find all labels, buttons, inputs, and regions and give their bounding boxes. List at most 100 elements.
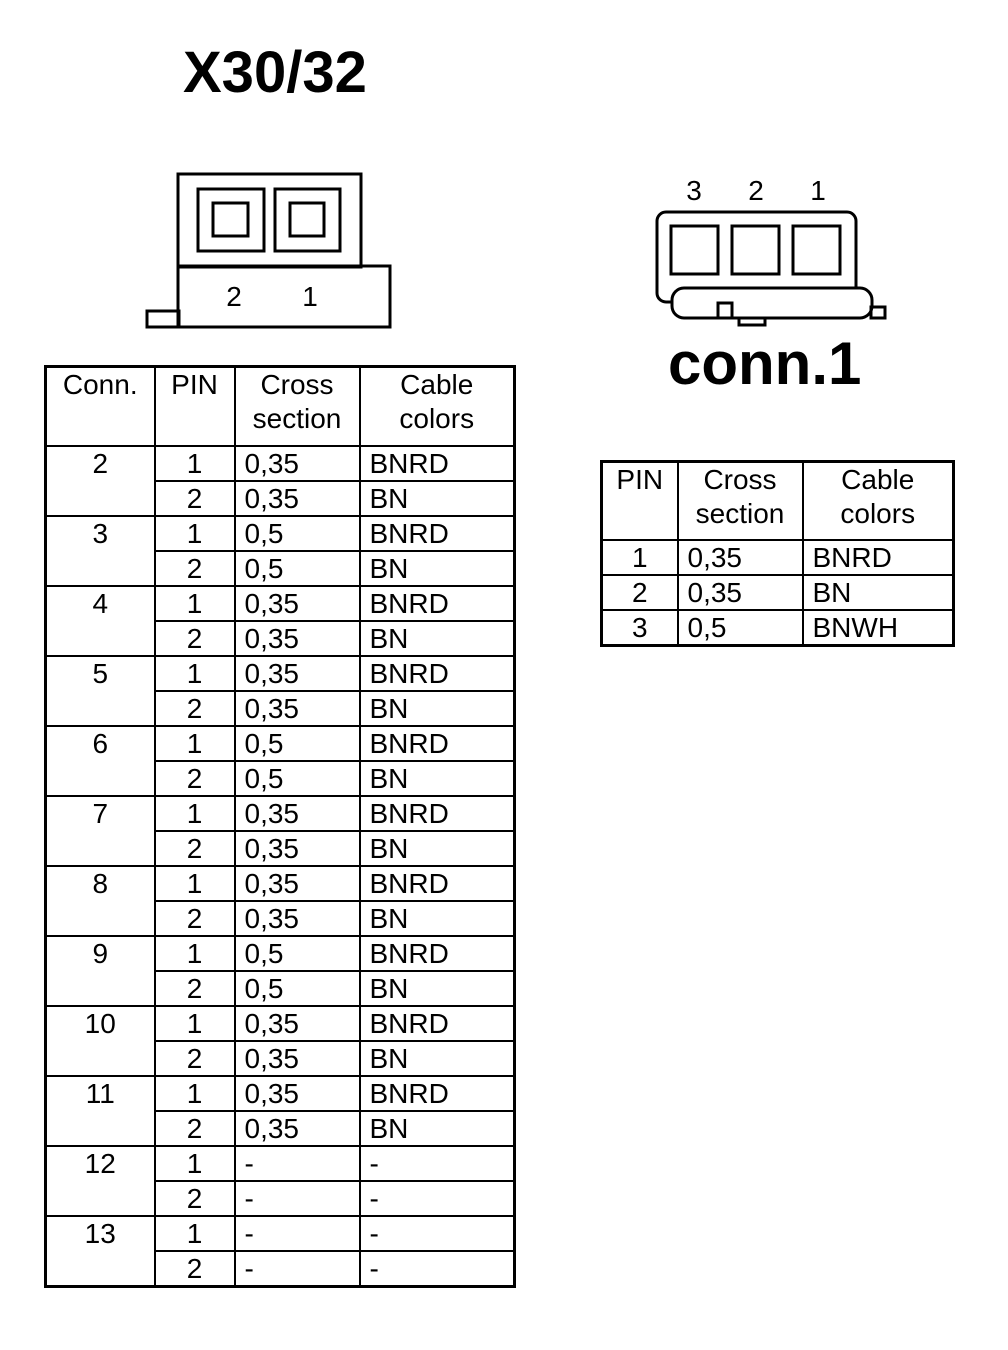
- cable-color-cell: -: [358, 1180, 516, 1217]
- table-row: 2--: [46, 1250, 516, 1288]
- cross-section-cell: 0,35: [233, 655, 361, 692]
- pin-cell: 1: [153, 725, 236, 762]
- pin-cell: 2: [153, 480, 236, 517]
- conn-number-cell: 11: [44, 1075, 156, 1147]
- pin-cell: 1: [600, 539, 679, 576]
- cable-color-cell: BNRD: [358, 445, 516, 482]
- x30-housing-bottom: [176, 264, 392, 329]
- header-pin: PIN: [153, 365, 236, 447]
- cross-section-cell: 0,35: [233, 1005, 361, 1042]
- conn1-pin-label-2: 2: [748, 175, 764, 206]
- conn-number-cell: 6: [44, 725, 156, 797]
- cable-color-cell: BNRD: [358, 935, 516, 972]
- conn-number-cell: 9: [44, 935, 156, 1007]
- cross-section-cell: 0,5: [233, 550, 361, 587]
- conn1-key-bottom: [737, 316, 767, 327]
- cross-section-cell: 0,35: [233, 620, 361, 657]
- pin-cell: 1: [153, 1005, 236, 1042]
- conn-number-cell: 8: [44, 865, 156, 937]
- pin-cell: 2: [153, 690, 236, 727]
- cable-color-cell: -: [358, 1250, 516, 1288]
- cable-color-cell: BN: [358, 550, 516, 587]
- cross-section-cell: 0,5: [233, 515, 361, 552]
- pin-cell: 1: [153, 515, 236, 552]
- pin-cell: 2: [153, 1180, 236, 1217]
- cross-section-cell: 0,35: [233, 1110, 361, 1147]
- cross-section-cell: 0,35: [233, 865, 361, 902]
- pin-cell: 2: [153, 1040, 236, 1077]
- pin-cell: 2: [153, 830, 236, 867]
- conn1-connector-drawing: [655, 210, 887, 327]
- cross-section-cell: 0,35: [233, 690, 361, 727]
- cable-color-cell: BN: [358, 620, 516, 657]
- x30-pin-inner-2: [211, 201, 250, 238]
- cable-color-cell: BN: [358, 1110, 516, 1147]
- cross-section-cell: -: [233, 1180, 361, 1217]
- connector-drawings: 2 1 3 2 1: [145, 172, 887, 329]
- pin-cell: 2: [153, 1110, 236, 1147]
- pin-cell: 2: [153, 970, 236, 1007]
- conn-number-cell: 13: [44, 1215, 156, 1288]
- cross-section-cell: 0,5: [676, 609, 804, 647]
- conn1-pin-cavity-1: [791, 224, 842, 276]
- pin-cell: 1: [153, 1075, 236, 1112]
- pin-cell: 2: [153, 900, 236, 937]
- cross-section-cell: 0,35: [676, 574, 804, 611]
- conn-number-cell: 10: [44, 1005, 156, 1077]
- cable-color-cell: BNRD: [358, 1005, 516, 1042]
- cable-color-cell: BN: [801, 574, 955, 611]
- conn-number-cell: 7: [44, 795, 156, 867]
- pin-cell: 1: [153, 445, 236, 482]
- x30-pin-cavity-1: [273, 187, 342, 253]
- conn1-pin-label-3: 3: [686, 175, 702, 206]
- cable-color-cell: BNRD: [358, 655, 516, 692]
- cross-section-cell: -: [233, 1215, 361, 1252]
- pin-cell: 1: [153, 1215, 236, 1252]
- pin-cell: 2: [153, 620, 236, 657]
- conn1-key-notch: [716, 301, 734, 320]
- pin-cell: 1: [153, 655, 236, 692]
- cable-color-cell: BN: [358, 690, 516, 727]
- pin-cell: 1: [153, 795, 236, 832]
- conn-number-cell: 12: [44, 1145, 156, 1217]
- pin-cell: 2: [153, 760, 236, 797]
- cable-color-cell: BNWH: [801, 609, 955, 647]
- conn1-pin-cavity-2: [730, 224, 781, 276]
- conn1-pin-label-1: 1: [810, 175, 826, 206]
- cross-section-cell: 0,35: [233, 1075, 361, 1112]
- pin-cell: 2: [153, 550, 236, 587]
- header-pin: PIN: [600, 460, 679, 541]
- cable-color-cell: -: [358, 1145, 516, 1182]
- conn1-pin-cavity-3: [669, 224, 720, 276]
- cross-section-cell: 0,5: [233, 935, 361, 972]
- cable-color-cell: BNRD: [358, 515, 516, 552]
- pin-cell: 1: [153, 1145, 236, 1182]
- cross-section-cell: 0,35: [233, 585, 361, 622]
- cross-section-cell: -: [233, 1145, 361, 1182]
- table-row: 2--: [46, 1180, 516, 1217]
- header-conn: Conn.: [44, 365, 156, 447]
